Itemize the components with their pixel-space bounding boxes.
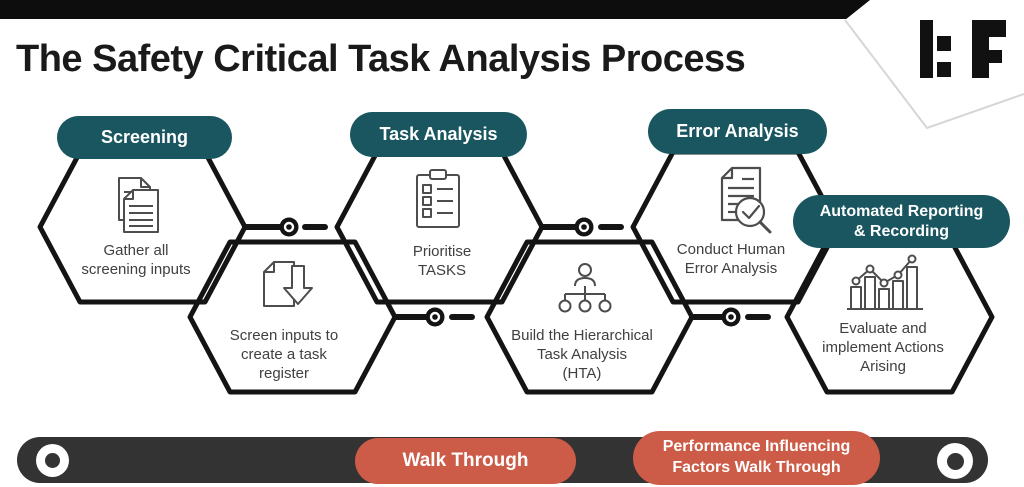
step-pill-task-analysis: Task Analysis <box>350 112 527 157</box>
page-title: The Safety Critical Task Analysis Proces… <box>16 38 746 80</box>
bullet-circle-left <box>36 444 69 477</box>
step-pill-error-analysis: Error Analysis <box>648 109 827 154</box>
hf-logo-bar <box>920 20 933 78</box>
step-label-error-analysis: Conduct Human Error Analysis <box>676 241 786 278</box>
step-label-evaluate: Evaluate and implement Actions Arising <box>822 320 944 376</box>
connector-dot <box>279 217 741 327</box>
footer-pill-pif-walk-through: Performance Influencing Factors Walk Thr… <box>633 431 880 485</box>
step-pill-automated-reporting: Automated Reporting & Recording <box>793 195 1010 248</box>
step-pill-screening: Screening <box>57 116 232 159</box>
bar-chart-trend-icon <box>847 254 923 310</box>
step-label-hta: Build the Hierarchical Task Analysis (HT… <box>511 327 653 383</box>
step-label-screening: Gather all screening inputs <box>81 242 191 279</box>
document-download-icon <box>263 261 313 307</box>
hf-logo-colon-top <box>937 36 951 51</box>
footer-pill-walk-through: Walk Through <box>355 438 576 484</box>
hf-logo-f-mid <box>972 50 1002 63</box>
bullet-dot <box>45 453 60 468</box>
bullet-dot <box>946 452 964 470</box>
document-review-icon <box>720 166 772 234</box>
clipboard-checklist-icon <box>416 169 460 228</box>
bullet-circle-right <box>937 443 973 479</box>
hf-logo-f-top <box>972 20 1006 37</box>
documents-icon <box>118 177 159 233</box>
page-corner-shadow <box>844 19 1024 130</box>
hierarchy-icon <box>558 263 612 313</box>
step-label-prioritise: Prioritise TASKS <box>412 243 472 280</box>
top-bar <box>0 0 1024 19</box>
hf-logo <box>915 16 1010 84</box>
step-label-screen-inputs: Screen inputs to create a task register <box>229 327 339 383</box>
hf-logo-colon-bottom <box>937 62 951 77</box>
